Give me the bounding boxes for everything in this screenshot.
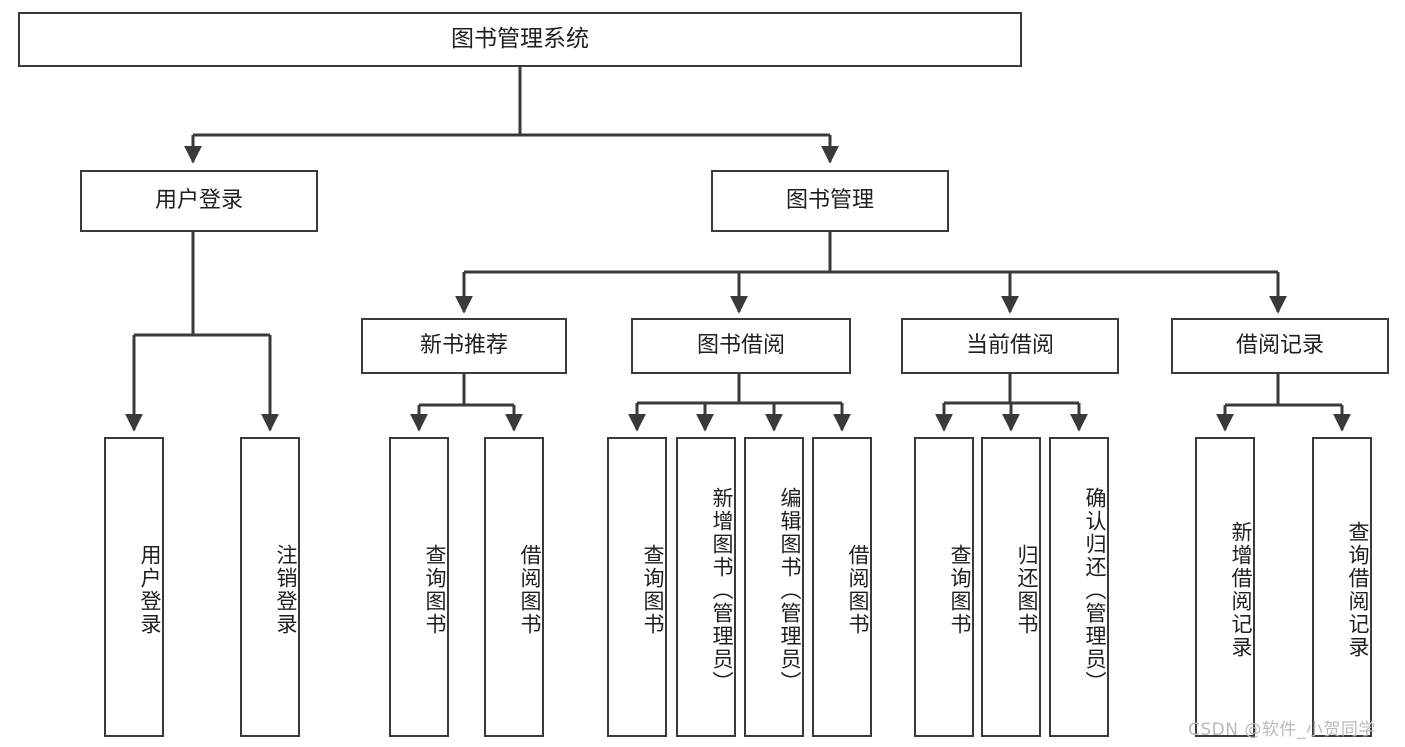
leaf-current-borrow-return-book[interactable]: 归还图书 [981,437,1041,737]
node-label: 新增图书（管理员） [710,486,734,694]
node-label: 确认归还（管理员） [1083,486,1107,694]
leaf-borrow-record-add-record[interactable]: 新增借阅记录 [1195,437,1255,737]
node-label: 图书管理 [785,188,874,214]
node-label: 注销登录 [274,544,298,636]
node-label: 查询图书 [423,544,447,636]
node-label: 查询图书 [948,544,972,636]
leaf-user-login-logout[interactable]: 注销登录 [240,437,300,737]
node-label: 新书推荐 [419,333,508,359]
node-root-book-management-system[interactable]: 图书管理系统 [18,12,1022,67]
leaf-borrow-record-query-record[interactable]: 查询借阅记录 [1312,437,1372,737]
node-label: 图书借阅 [696,333,785,359]
node-user-login[interactable]: 用户登录 [80,170,318,232]
node-label: 用户登录 [138,544,162,636]
node-label: 当前借阅 [965,333,1054,359]
node-book-management[interactable]: 图书管理 [711,170,949,232]
node-label: 归还图书 [1015,544,1039,636]
leaf-book-borrow-edit-book-admin[interactable]: 编辑图书（管理员） [744,437,804,737]
node-borrow-record[interactable]: 借阅记录 [1171,318,1389,374]
leaf-book-borrow-borrow-book[interactable]: 借阅图书 [812,437,872,737]
node-book-borrow[interactable]: 图书借阅 [631,318,851,374]
node-label: 编辑图书（管理员） [778,486,802,694]
node-current-borrow[interactable]: 当前借阅 [901,318,1119,374]
node-label: 借阅图书 [518,544,542,636]
leaf-new-book-borrow-book[interactable]: 借阅图书 [484,437,544,737]
node-label: 查询借阅记录 [1346,521,1370,659]
leaf-new-book-query-book[interactable]: 查询图书 [389,437,449,737]
node-label: 借阅图书 [846,544,870,636]
leaf-current-borrow-query-book[interactable]: 查询图书 [914,437,974,737]
node-label: 新增借阅记录 [1229,521,1253,659]
leaf-current-borrow-confirm-return-admin[interactable]: 确认归还（管理员） [1049,437,1109,737]
node-label: 借阅记录 [1235,333,1324,359]
node-label: 查询图书 [641,544,665,636]
leaf-book-borrow-query-book[interactable]: 查询图书 [607,437,667,737]
node-label: 图书管理系统 [451,26,589,53]
node-label: 用户登录 [154,188,243,214]
leaf-book-borrow-add-book-admin[interactable]: 新增图书（管理员） [676,437,736,737]
leaf-user-login-login[interactable]: 用户登录 [104,437,164,737]
node-new-book-recommendation[interactable]: 新书推荐 [361,318,567,374]
csdn-watermark: CSDN @软件_小贺同学 [1188,720,1376,740]
